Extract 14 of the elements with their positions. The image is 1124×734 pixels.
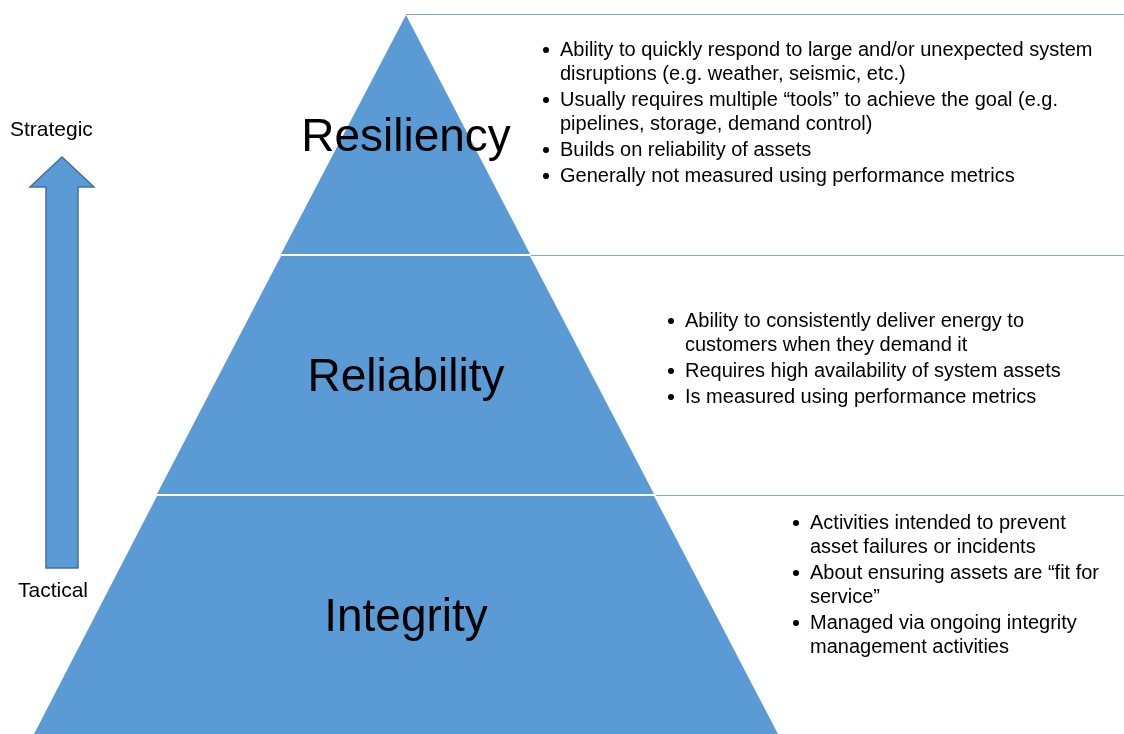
bullet-point: Is measured using performance metrics [685, 385, 1037, 407]
bullet-point: Generally not measured using performance metrics [560, 164, 1015, 186]
bullet-point: About ensuring assets are “fit for service” [810, 561, 1100, 607]
axis-label: Tactical [18, 578, 89, 602]
bullet-point: Managed via ongoing integrity management activities [810, 611, 1077, 657]
level-title: Integrity [324, 588, 488, 642]
bullet-point: Ability to quickly respond to large and/or unexpected system disruptions (e.g. weather, seismic, etc.) [560, 38, 1093, 84]
level-title: Reliability [307, 348, 505, 402]
axis-label: Strategic [10, 117, 93, 141]
bullet-point: Requires high availability of system assets [685, 359, 1061, 381]
bullet-point: Builds on reliability of assets [560, 138, 812, 160]
bullet-point: Usually requires multiple “tools” to achieve the goal (e.g. pipelines, storage, demand control) [560, 88, 1059, 134]
bullet-point: Ability to consistently deliver energy to customers when they demand it [685, 309, 1025, 355]
bullet-point: Activities intended to prevent asset failures or incidents [810, 511, 1066, 557]
